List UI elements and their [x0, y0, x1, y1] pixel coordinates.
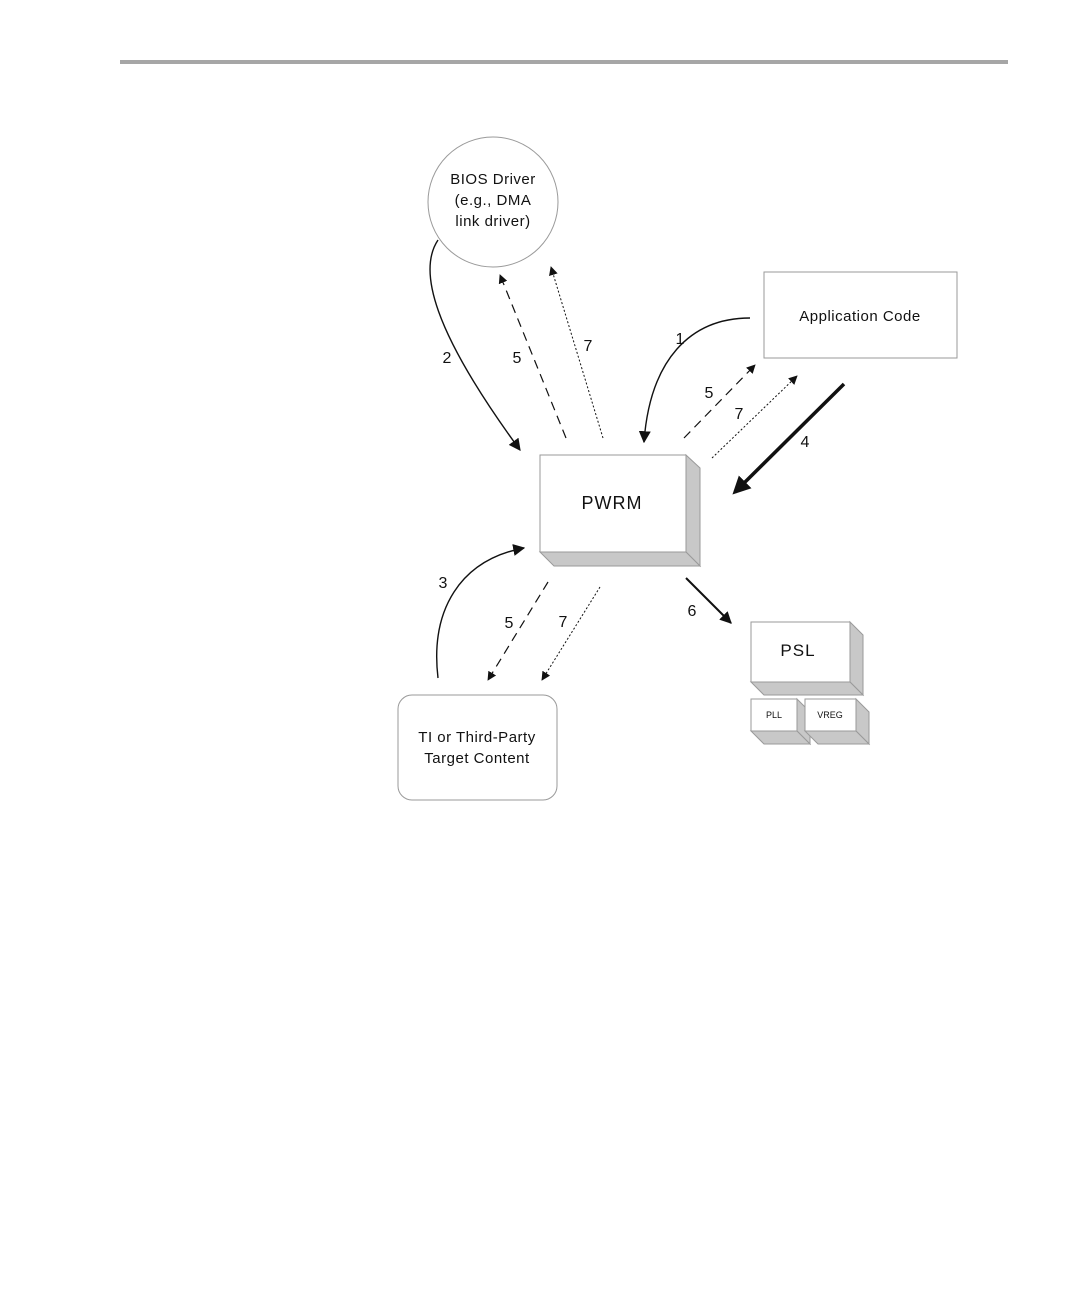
ti-content-line-2: Target Content: [424, 750, 530, 767]
edge-label-6: 6: [688, 603, 697, 620]
pll-node: PLL: [751, 699, 810, 744]
arrow-pwrm-to-ti-dotted: [542, 587, 600, 680]
ti-content-line-1: TI or Third-Party: [418, 729, 535, 746]
arrow-app-to-pwrm: [644, 318, 750, 442]
arrow-app-to-pwrm-bold: [735, 384, 844, 492]
edge-label-7-bios: 7: [584, 338, 593, 355]
vreg-node: VREG: [805, 699, 869, 744]
vreg-label: VREG: [817, 710, 843, 720]
pwrm-label: PWRM: [582, 493, 643, 513]
ti-content-node: TI or Third-Party Target Content: [398, 695, 557, 800]
arrow-bios-to-pwrm: [430, 240, 520, 450]
edge-label-2: 2: [443, 350, 452, 367]
pll-label: PLL: [766, 710, 782, 720]
edge-label-1: 1: [676, 331, 685, 348]
arrow-pwrm-to-ti-dashed: [488, 582, 548, 680]
bios-driver-node: BIOS Driver (e.g., DMA link driver): [428, 137, 558, 267]
bios-driver-line-3: link driver): [455, 213, 530, 230]
application-code-node: Application Code: [764, 272, 957, 358]
edge-label-3: 3: [439, 575, 448, 592]
arrow-pwrm-to-app-dotted: [712, 376, 797, 458]
application-code-label: Application Code: [799, 308, 920, 325]
edge-label-7-ti: 7: [559, 614, 568, 631]
bios-driver-line-2: (e.g., DMA: [455, 192, 532, 209]
pwrm-node: PWRM: [540, 455, 700, 566]
edge-label-4: 4: [801, 434, 810, 451]
edge-label-7-app: 7: [735, 406, 744, 423]
edge-label-5-ti: 5: [505, 615, 514, 632]
arrow-pwrm-to-bios-dotted: [551, 267, 603, 438]
edge-label-5-bios: 5: [513, 350, 522, 367]
bios-driver-line-1: BIOS Driver: [450, 171, 536, 188]
psl-node: PSL: [751, 622, 863, 695]
arrow-pwrm-to-bios-dashed: [500, 275, 566, 438]
psl-label: PSL: [780, 641, 815, 660]
edge-label-5-app: 5: [705, 385, 714, 402]
arrow-ti-to-pwrm: [437, 548, 524, 678]
